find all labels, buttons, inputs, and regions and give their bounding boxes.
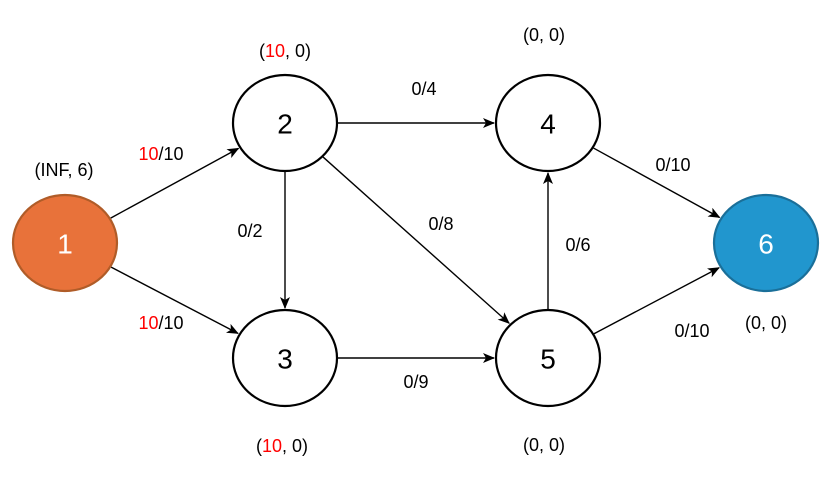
node-4: 4 (0, 0) [494,25,602,173]
edge-label-4-6: 0/10 [655,155,690,175]
edge-label-1-2: 10/10 [138,144,183,164]
edge-label-1-3: 10/10 [138,313,183,333]
edge-label-5-6: 0/10 [674,321,709,341]
node-6-number: 6 [758,229,774,260]
node-1-annotation: (INF, 6) [34,160,93,180]
node-2-number: 2 [277,109,293,140]
node-3: 3 (10, 0) [231,308,339,456]
edge-1-3 [110,266,239,335]
node-6-annotation: (0, 0) [745,313,787,333]
node-2-annotation: (10, 0) [259,41,311,61]
edge-label-5-4: 0/6 [565,235,590,255]
edge-label-3-5: 0/9 [403,372,428,392]
node-2: 2 (10, 0) [231,41,339,173]
node-5-number: 5 [540,344,556,375]
edge-label-2-5: 0/8 [428,214,453,234]
edge-2-5 [322,156,510,324]
node-1-number: 1 [57,229,73,260]
node-5-circle [494,308,602,408]
node-3-circle [231,308,339,408]
node-4-circle [494,73,602,173]
node-6: 6 (0, 0) [712,193,820,333]
node-6-circle [712,193,820,293]
node-1-circle [11,193,119,293]
node-5-annotation: (0, 0) [523,435,565,455]
node-4-number: 4 [540,109,556,140]
node-1: 1 (INF, 6) [11,160,119,293]
edge-label-2-4: 0/4 [411,79,436,99]
node-3-number: 3 [277,344,293,375]
node-5: 5 (0, 0) [494,308,602,455]
node-3-annotation: (10, 0) [256,436,308,456]
node-4-annotation: (0, 0) [523,25,565,45]
edge-label-2-3: 0/2 [237,221,262,241]
node-2-circle [231,73,339,173]
edge-4-6 [593,147,721,219]
edge-5-6 [593,267,720,335]
edge-1-2 [110,147,240,219]
